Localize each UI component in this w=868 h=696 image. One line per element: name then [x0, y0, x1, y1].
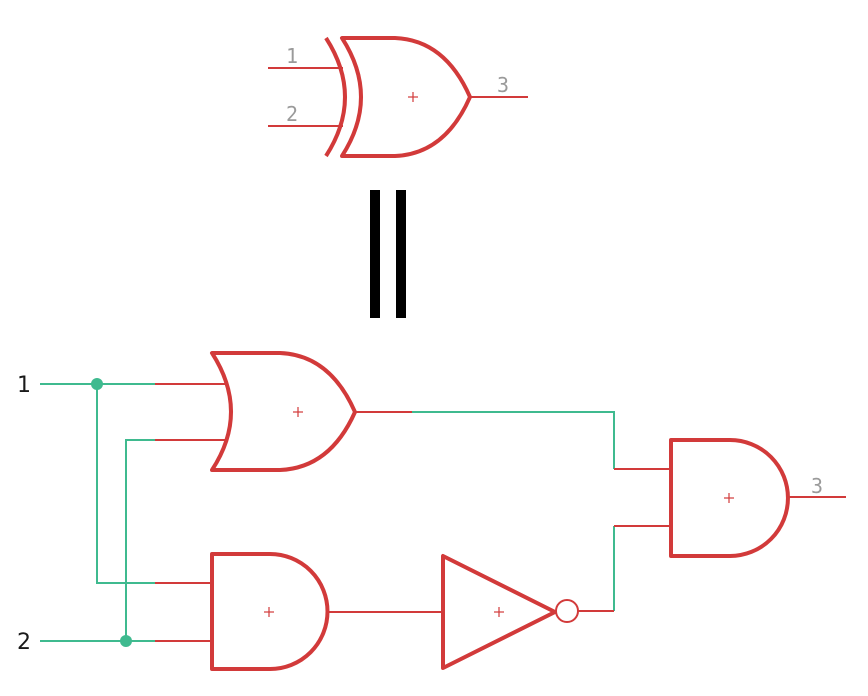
- xor-center-mark: [408, 92, 418, 102]
- xor-output-label: 3: [497, 73, 509, 97]
- equivalent-circuit: 1 2 3: [17, 351, 846, 671]
- xor-input-2-label: 2: [286, 102, 298, 126]
- or-gate: [155, 351, 412, 472]
- or-body: [210, 351, 357, 472]
- xor-gate-symbol: 1 2 3: [268, 36, 528, 158]
- not-gate: [441, 554, 614, 670]
- and-final-center-mark: [724, 493, 734, 503]
- junction-input-1: [91, 378, 103, 390]
- xor-input-1-label: 1: [286, 44, 298, 68]
- xor-extra-arc: [324, 36, 347, 158]
- equivalence-symbol: [370, 190, 406, 318]
- and-gate-lower: [155, 552, 442, 671]
- circuit-input-2-label: 2: [17, 630, 31, 655]
- equivalence-bar-right: [396, 190, 406, 318]
- and-gate-final: [614, 438, 846, 558]
- equivalence-bar-left: [370, 190, 380, 318]
- junction-input-2: [120, 635, 132, 647]
- not-inversion-bubble: [555, 599, 579, 623]
- or-center-mark: [293, 407, 303, 417]
- circuit-input-1-label: 1: [17, 373, 31, 398]
- wire-input-1-to-and: [96, 384, 155, 584]
- not-body: [441, 554, 557, 670]
- wire-input-2-to-or: [125, 439, 155, 641]
- and-final-body: [669, 438, 790, 558]
- and-lower-center-mark: [264, 607, 274, 617]
- wire-or-to-final-and: [412, 411, 615, 469]
- and-lower-body: [210, 552, 330, 671]
- not-center-mark: [494, 607, 504, 617]
- xor-body: [340, 36, 472, 158]
- circuit-output-label: 3: [811, 474, 823, 498]
